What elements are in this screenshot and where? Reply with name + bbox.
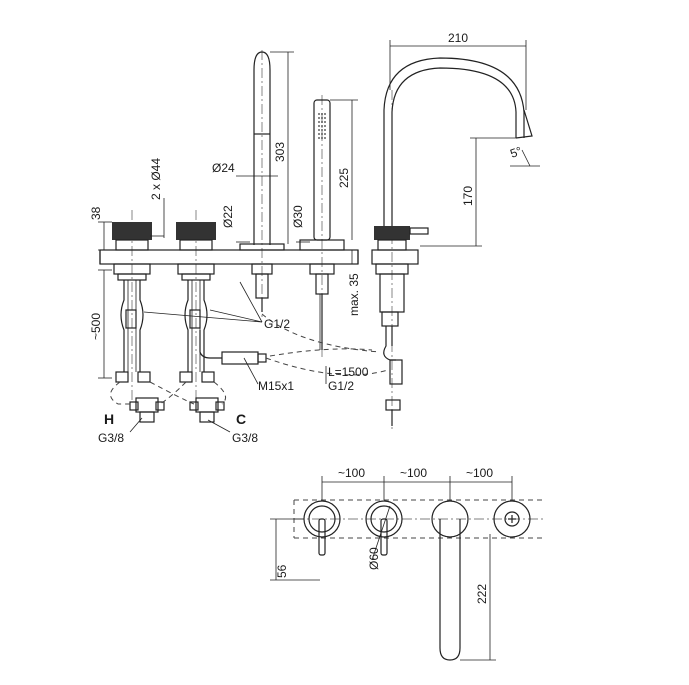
deck-thickness-label: max. 35: [347, 273, 361, 316]
handset-dia-label: Ø30: [291, 205, 305, 228]
dimension-lines: [98, 40, 540, 433]
top-view-labels: ~100 ~100 ~100 Ø60 56 222: [275, 466, 493, 604]
hose-length-label: L=1500: [328, 365, 369, 379]
side-view-labels: 210 5° 170 303 Ø24 225 Ø30 Ø22 38 2 x Ø4…: [89, 31, 524, 445]
plate-dia-label: Ø60: [367, 547, 381, 570]
spout-angle-label: 5°: [508, 144, 524, 161]
thread-m15-label: M15x1: [258, 379, 294, 393]
hot-marker: H: [104, 411, 114, 427]
hand-shower: [299, 99, 345, 350]
spout: [374, 57, 533, 426]
thread-g38-cold-label: G3/8: [232, 431, 258, 445]
supply-fittings: [129, 397, 225, 423]
handle-height-label: 38: [89, 206, 103, 220]
shower-dia-label: Ø24: [212, 161, 235, 175]
mount-dia-label: Ø22: [221, 205, 235, 228]
spout-len-top-label: 222: [475, 584, 489, 604]
hose-len-label: ~500: [89, 313, 103, 340]
cold-marker: C: [236, 411, 246, 427]
spout-height-label: 170: [461, 186, 475, 206]
thread-g12-b-label: G1/2: [328, 379, 354, 393]
hot-valve: [112, 222, 152, 383]
thread-g12-a-label: G1/2: [264, 317, 290, 331]
shower-holder: [239, 51, 285, 312]
handset-len-label: 225: [337, 168, 351, 188]
spout-reach-label: 210: [448, 31, 468, 45]
cold-valve: [176, 222, 267, 383]
spacing-3-label: ~100: [466, 466, 493, 480]
spacing-1-label: ~100: [338, 466, 365, 480]
thread-g38-hot-label: G3/8: [98, 431, 124, 445]
hose-routes: [110, 313, 389, 405]
spacing-2-label: ~100: [400, 466, 427, 480]
plate-offset-label: 56: [275, 564, 289, 578]
deck-plate: [99, 249, 419, 265]
top-view-dimension-lines: [270, 476, 513, 661]
valve-dia-label: 2 x Ø44: [149, 158, 163, 200]
shower-height-label: 303: [273, 142, 287, 162]
top-view-components: [303, 500, 531, 661]
